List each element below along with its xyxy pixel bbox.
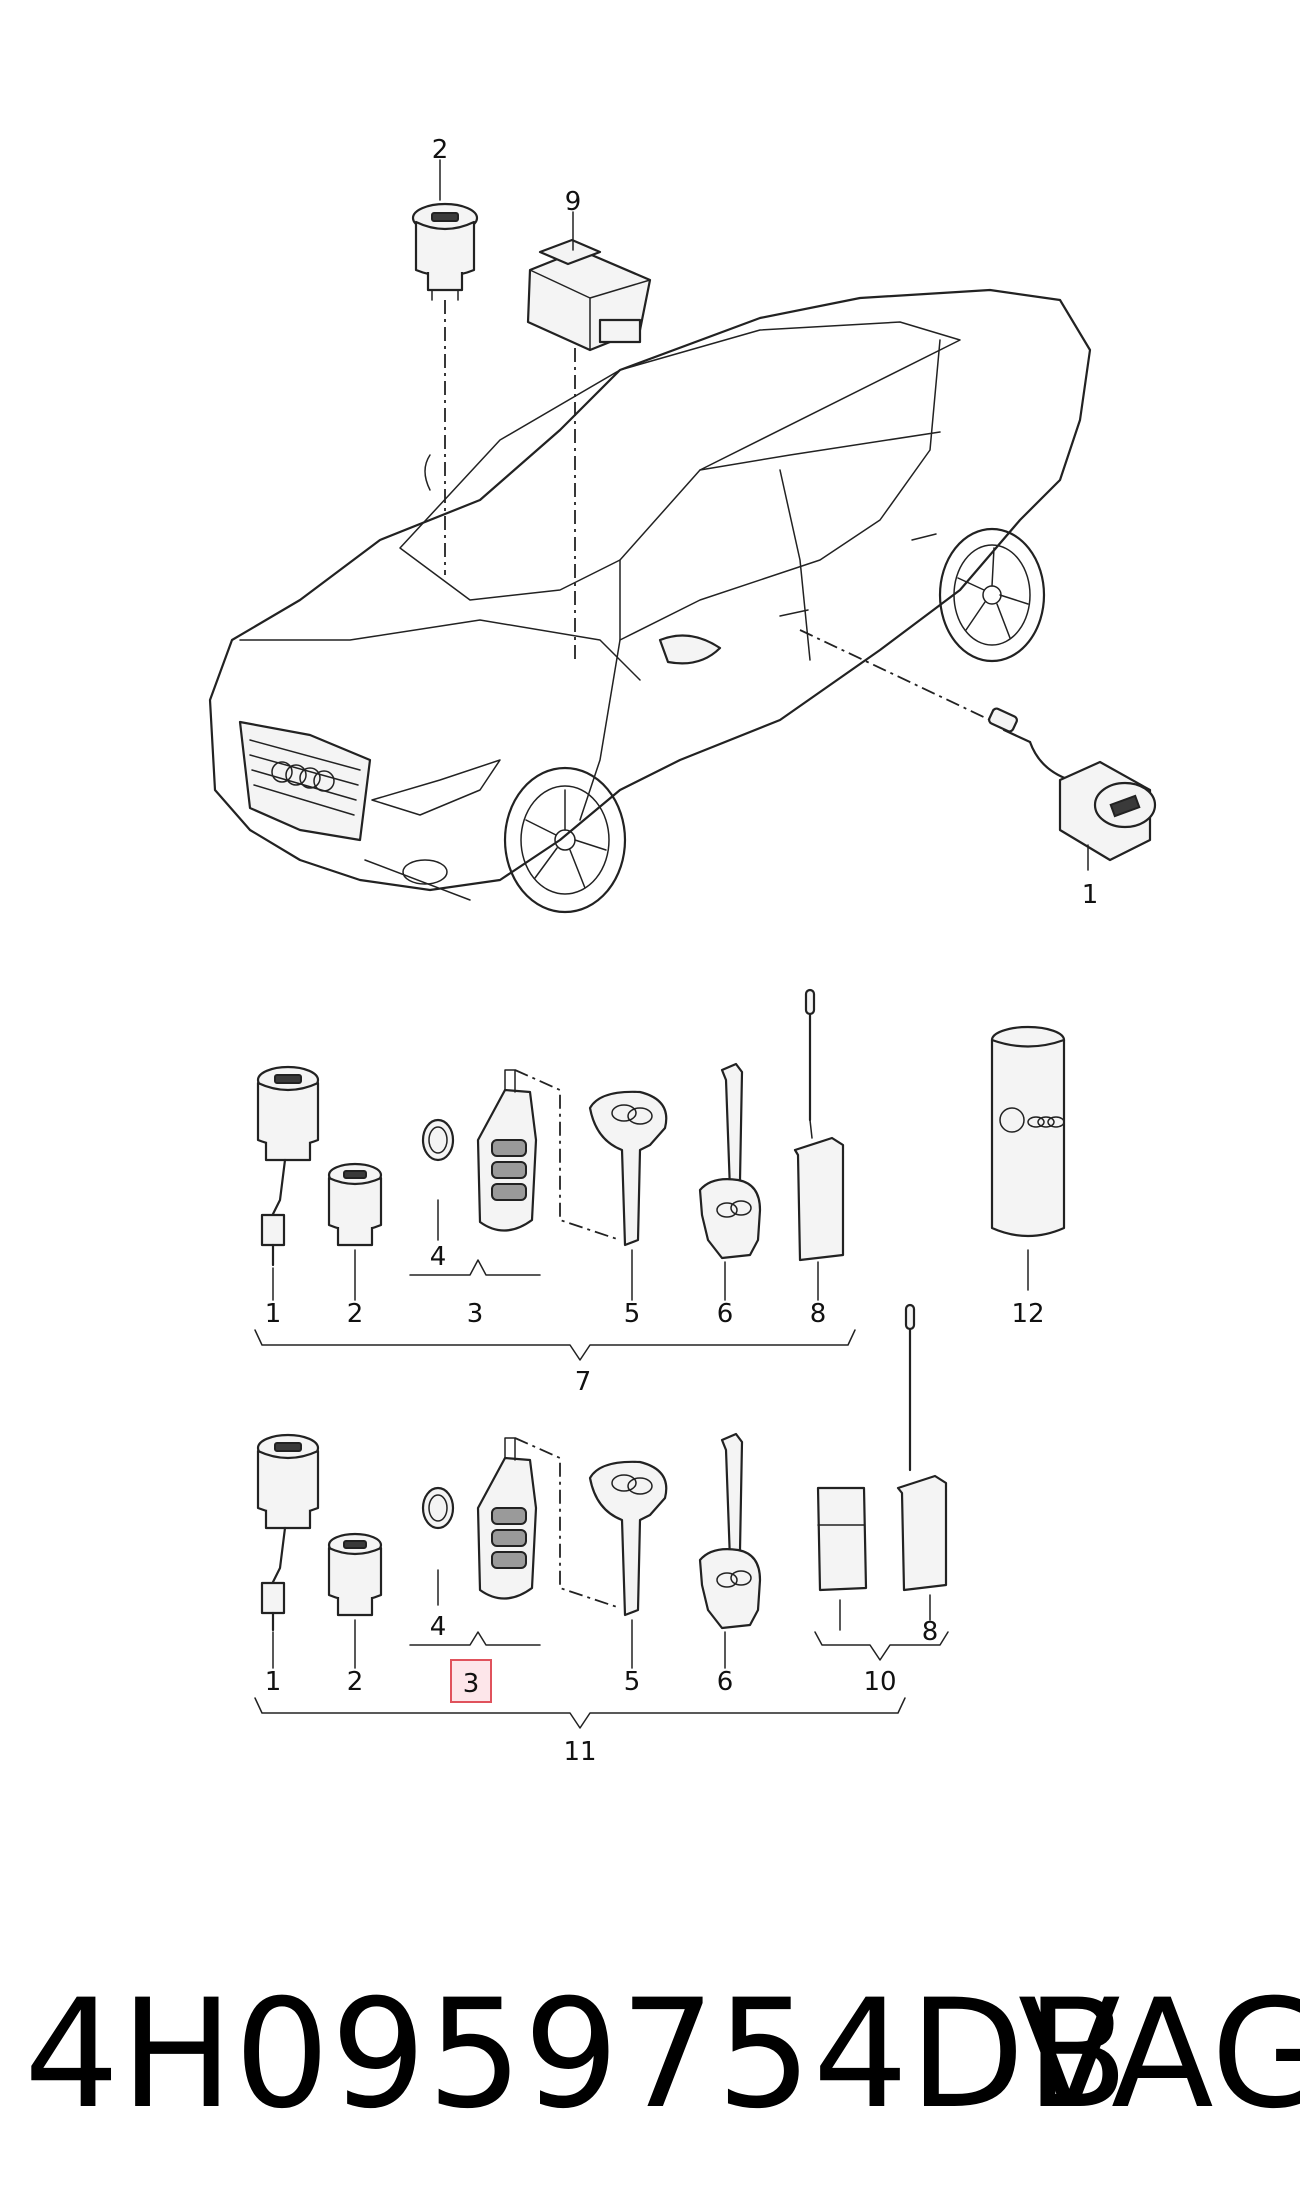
callout-label: 5 (624, 1667, 641, 1697)
key-tag (793, 988, 845, 1262)
door-lock-cylinder-part (988, 707, 1157, 862)
small-lock-cylinder (327, 1532, 383, 1617)
callout-label: 9 (565, 187, 582, 217)
highlight-box (450, 1659, 492, 1703)
callout-bracket (814, 1631, 949, 1661)
callout-bracket (409, 1259, 541, 1276)
callout-label: 6 (717, 1299, 734, 1329)
callout-label: 12 (1011, 1299, 1044, 1329)
rings-logo (271, 761, 335, 792)
group-bracket (254, 1329, 856, 1361)
lubricant-can (990, 1025, 1066, 1238)
callout-label: 11 (563, 1737, 596, 1767)
key-tag (896, 1303, 948, 1592)
battery-ring (421, 1118, 455, 1162)
kit-group-7: 1 2 4 3 5 (254, 988, 1066, 1397)
callout-label: 4 (430, 1242, 447, 1272)
small-lock-cylinder (327, 1162, 383, 1247)
kit-group-11: 1 2 4 3 (254, 1303, 949, 1767)
callout-bracket (409, 1631, 541, 1646)
remote-key (476, 1437, 621, 1609)
callout-label: 2 (347, 1667, 364, 1697)
callout-label: 10 (863, 1667, 896, 1697)
callout-label: 3 (467, 1299, 484, 1329)
rear-wheel (938, 527, 1046, 663)
key-card (816, 1486, 868, 1592)
key-blade (588, 1460, 668, 1617)
callout-label: 1 (1082, 880, 1099, 910)
callout-label: 8 (922, 1617, 939, 1647)
group-bracket (254, 1697, 906, 1729)
lock-cylinder-with-cable (256, 1065, 320, 1267)
lock-cylinder-part (411, 202, 479, 301)
parts-diagram: 2 9 1 1 (208, 135, 1157, 1767)
callout-label: 1 (265, 1667, 282, 1697)
battery-ring (421, 1486, 455, 1530)
callout-label: 4 (430, 1612, 447, 1642)
transponder-key (698, 1062, 762, 1260)
callout-label: 2 (347, 1299, 364, 1329)
lock-cylinder-with-cable (256, 1433, 320, 1632)
transponder-key (698, 1432, 762, 1630)
key-blade (588, 1090, 668, 1247)
front-wheel (503, 766, 627, 914)
control-unit-part (526, 238, 652, 352)
callout-label: 5 (624, 1299, 641, 1329)
highlighted-callout[interactable]: 3 (463, 1669, 480, 1699)
remote-key (476, 1069, 621, 1241)
footer: 4H0959754DB VAG (0, 1965, 1300, 2145)
part-number: 4H0959754DB (24, 1968, 1130, 2142)
callout-label: 8 (810, 1299, 827, 1329)
car-illustration (208, 288, 1092, 914)
brand-name: VAG (1018, 1968, 1300, 2142)
callout-label: 6 (717, 1667, 734, 1697)
callout-label: 1 (265, 1299, 282, 1329)
callout-label: 7 (575, 1367, 592, 1397)
callout-label: 2 (432, 135, 449, 165)
leader-line (799, 629, 991, 721)
